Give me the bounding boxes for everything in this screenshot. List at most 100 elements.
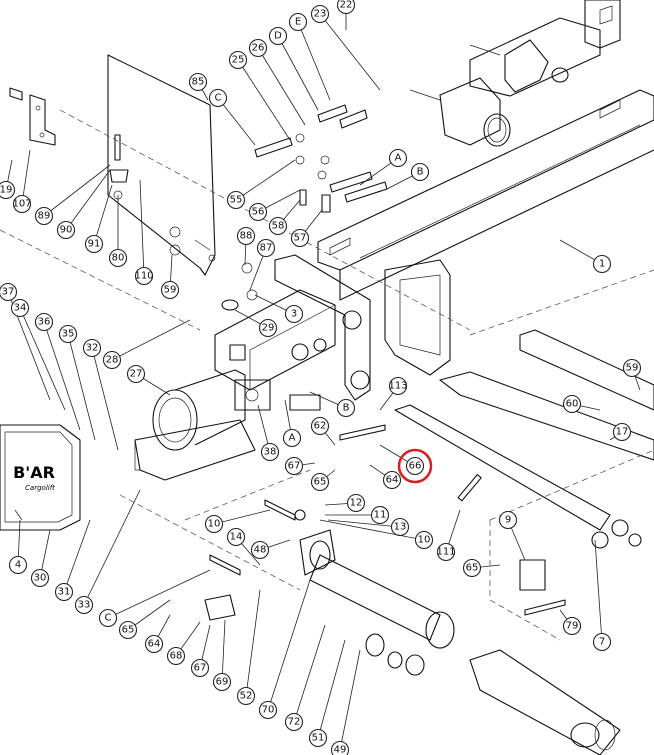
callout-bubble <box>190 658 210 678</box>
callout-bubble <box>0 180 16 200</box>
callout-label: 28 <box>106 355 119 366</box>
callout-label: 110 <box>134 271 153 282</box>
callout-label: 48 <box>254 545 267 556</box>
callout-label: 88 <box>240 231 253 242</box>
callout-52: 52 <box>236 589 261 706</box>
callout-label: 58 <box>272 221 285 232</box>
callout-69: 69 <box>212 619 232 692</box>
callout-59: 59 <box>160 254 180 300</box>
callout-label: 10 <box>208 519 221 530</box>
callout-bubble <box>414 530 434 550</box>
callout-66: 66 <box>379 444 425 476</box>
callout-label: 69 <box>216 677 229 688</box>
callout-bubble <box>592 254 612 274</box>
callout-label: 32 <box>86 343 99 354</box>
leader-line <box>319 13 381 91</box>
callout-bubble <box>8 555 28 575</box>
callout-bubble <box>188 72 208 92</box>
callout-67: 67 <box>190 624 211 678</box>
callout-bubble <box>405 456 425 476</box>
callout-label: 70 <box>262 705 275 716</box>
callout-label: 59 <box>164 285 177 296</box>
leader-line <box>107 569 211 619</box>
callout-68: 68 <box>166 621 201 666</box>
callout-label: 34 <box>14 303 27 314</box>
callout-label: 62 <box>314 421 327 432</box>
callout-label: 65 <box>122 625 135 636</box>
callout-label: 30 <box>34 573 47 584</box>
callout-label: 37 <box>2 287 15 298</box>
callout-bubble <box>258 318 278 338</box>
callout-33: 33 <box>74 489 141 615</box>
callout-label: 52 <box>240 691 253 702</box>
callout-bubble <box>256 238 276 258</box>
callout-D: D <box>268 26 319 111</box>
callout-67: 67 <box>284 456 316 476</box>
leader-line <box>317 639 346 739</box>
callout-label: A <box>289 433 296 444</box>
callout-bubble <box>290 228 310 248</box>
callout-49: 49 <box>330 649 361 755</box>
callout-bubble <box>82 338 102 358</box>
callout-label: 9 <box>505 515 511 526</box>
callout-bubble <box>236 226 256 246</box>
leader-line <box>213 509 271 525</box>
callout-65: 65 <box>118 599 171 640</box>
callout-label: 55 <box>230 195 243 206</box>
callout-label: 80 <box>112 253 125 264</box>
callout-label: 19 <box>0 185 12 196</box>
callout-88: 88 <box>236 226 256 266</box>
callout-bubble <box>310 4 330 24</box>
callout-113: 113 <box>379 376 408 411</box>
callout-label: 89 <box>38 211 51 222</box>
callout-3: 3 <box>254 294 304 324</box>
callout-label: 1 <box>599 259 605 270</box>
callout-87: 87 <box>249 238 276 291</box>
callout-label: 66 <box>409 461 422 472</box>
callout-label: 67 <box>194 663 207 674</box>
callout-C: C <box>208 88 256 146</box>
callout-label: 59 <box>626 363 639 374</box>
brand-sublabel: Cargolift <box>25 484 55 492</box>
callout-bubble <box>592 632 612 652</box>
leader-line <box>237 59 291 141</box>
callout-22: 22 <box>336 0 356 30</box>
callout-A: A <box>282 399 302 448</box>
callout-label: 27 <box>130 369 143 380</box>
callout-label: 79 <box>566 621 579 632</box>
callout-34: 34 <box>10 298 66 411</box>
callout-label: B <box>343 403 350 414</box>
callout-bubble <box>102 350 122 370</box>
callout-26: 26 <box>248 38 306 126</box>
callout-91: 91 <box>84 184 113 254</box>
callout-110: 110 <box>134 179 154 286</box>
callout-bubble <box>144 634 164 654</box>
callout-bubble <box>336 398 356 418</box>
leader-line <box>63 519 91 593</box>
callout-bubble <box>98 608 118 628</box>
leader-line <box>257 47 306 126</box>
callout-label: A <box>395 153 402 164</box>
callout-label: 4 <box>15 560 21 571</box>
callout-111: 111 <box>436 509 461 562</box>
callout-bubble <box>54 582 74 602</box>
callout-label: 90 <box>60 225 73 236</box>
callout-1: 1 <box>559 239 612 274</box>
callout-label: 14 <box>230 532 243 543</box>
callout-label: 7 <box>599 637 605 648</box>
leader-line <box>21 149 31 205</box>
callout-bubble <box>284 712 304 732</box>
callout-bubble <box>250 540 270 560</box>
callout-bubble <box>134 266 154 286</box>
callout-10: 10 <box>204 509 271 534</box>
callout-107: 107 <box>12 149 32 214</box>
callout-58: 58 <box>268 199 301 236</box>
callout-label: 31 <box>58 587 71 598</box>
callout-64: 64 <box>144 614 171 654</box>
callout-72: 72 <box>284 624 326 732</box>
callout-bubble <box>410 162 430 182</box>
leader-line <box>245 589 261 697</box>
callout-bubble <box>346 493 366 513</box>
callout-label: 23 <box>314 9 327 20</box>
callout-label: 13 <box>394 522 407 533</box>
